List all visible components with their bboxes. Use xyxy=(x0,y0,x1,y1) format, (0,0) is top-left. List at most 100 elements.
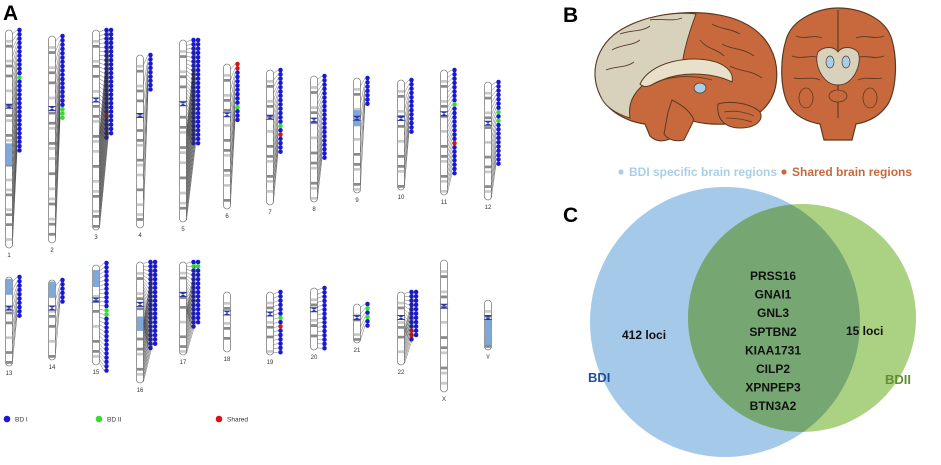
locus-dot xyxy=(413,302,419,308)
locus-dot xyxy=(17,304,22,310)
chromosome-label: 4 xyxy=(138,233,142,239)
chromosome-label: 16 xyxy=(137,388,144,394)
locus-dot xyxy=(104,338,109,343)
locus-dot xyxy=(104,290,109,296)
coronal-bdi-right xyxy=(841,55,851,69)
locus-dot xyxy=(17,100,22,106)
karyogram-legend: BD I BD II Shared xyxy=(3,415,248,424)
locus-dot xyxy=(195,281,201,286)
locus-dot xyxy=(409,103,414,109)
locus-dot xyxy=(365,75,370,81)
locus-dot xyxy=(17,291,22,297)
locus-dot xyxy=(235,83,240,88)
locus-dot xyxy=(452,106,457,111)
chromosome-label: 22 xyxy=(398,370,405,376)
locus-dot xyxy=(322,290,327,295)
locus-dot xyxy=(104,312,109,317)
locus-dot xyxy=(452,162,457,167)
locus-dot xyxy=(104,282,109,287)
locus-dot xyxy=(104,295,109,300)
locus-dot xyxy=(17,62,22,67)
locus-dot xyxy=(496,114,501,119)
locus-dot xyxy=(17,143,22,149)
locus-dot xyxy=(322,121,327,126)
locus-dot xyxy=(195,311,201,316)
locus-dot xyxy=(152,272,158,278)
locus-dot xyxy=(496,144,501,149)
chromosome-11: 11 xyxy=(439,67,457,206)
chromosome-6: 6 xyxy=(222,61,240,220)
locus-dot xyxy=(104,329,109,335)
chromosome-17: 17 xyxy=(178,259,201,366)
venn-diagram: BDI BDII 412 loci 15 loci PRSS16GNAI1GNL… xyxy=(588,187,916,457)
locus-dot xyxy=(278,72,283,77)
locus-dot xyxy=(108,100,114,106)
locus-dot xyxy=(17,32,22,37)
locus-dot xyxy=(17,283,22,288)
venn-shared-gene: XPNPEP3 xyxy=(745,381,801,395)
locus-dot xyxy=(148,61,153,66)
locus-dot xyxy=(195,315,201,321)
locus-dot xyxy=(452,93,457,99)
locus-dot xyxy=(195,302,201,308)
locus-dot xyxy=(452,67,457,73)
locus-dot xyxy=(496,131,501,136)
locus-dot xyxy=(60,282,65,287)
chromosome-label: 11 xyxy=(441,200,448,206)
locus-dot xyxy=(17,79,22,84)
legend-shared-label: Shared xyxy=(227,417,248,424)
locus-dot xyxy=(17,75,22,80)
chromosome-1: 1 xyxy=(4,27,22,259)
locus-dot xyxy=(235,104,240,110)
locus-dot xyxy=(17,36,22,41)
legend-bd2-label: BD II xyxy=(107,417,122,424)
locus-dot xyxy=(60,98,65,103)
locus-dot xyxy=(496,139,501,145)
locus-dot xyxy=(108,87,114,93)
locus-dot xyxy=(17,57,22,63)
locus-dot xyxy=(195,110,201,116)
legend-bd2-dot xyxy=(95,415,103,423)
locus-dot xyxy=(148,65,153,71)
locus-dot xyxy=(60,59,65,65)
locus-dot xyxy=(195,67,201,73)
chromosome-label: 5 xyxy=(181,227,185,233)
locus-dot xyxy=(17,92,22,97)
locus-dot xyxy=(409,294,414,299)
locus-dot xyxy=(496,92,501,98)
locus-dot xyxy=(409,99,414,104)
locus-dot xyxy=(108,44,114,50)
brain-bdi-region xyxy=(693,82,707,94)
locus-dot xyxy=(322,302,327,308)
panel-label-c: C xyxy=(563,204,578,227)
locus-dot xyxy=(17,279,22,284)
locus-dot xyxy=(17,313,22,318)
chromosome-7: 7 xyxy=(265,67,283,216)
chromosome-label: 18 xyxy=(224,357,231,363)
locus-dot xyxy=(104,260,109,266)
chromosome-2: 2 xyxy=(47,33,65,254)
chromosome-5: 5 xyxy=(178,37,201,233)
locus-dot xyxy=(17,139,22,145)
locus-dot xyxy=(452,153,457,159)
locus-dot xyxy=(195,319,201,325)
locus-dot xyxy=(152,332,158,338)
locus-dot xyxy=(322,108,327,113)
locus-dot xyxy=(413,315,419,321)
locus-dot xyxy=(278,294,283,299)
locus-dot xyxy=(108,75,114,80)
locus-dot xyxy=(191,37,196,43)
locus-dot xyxy=(104,27,109,33)
locus-dot xyxy=(496,118,501,123)
locus-dot xyxy=(278,84,283,90)
locus-dot xyxy=(60,102,65,108)
locus-dot xyxy=(148,259,153,265)
locus-dot xyxy=(278,119,283,124)
locus-dot xyxy=(322,125,327,130)
chromosome-label: 6 xyxy=(225,214,229,220)
locus-dot xyxy=(195,264,201,269)
chromosome-label: 20 xyxy=(311,355,318,361)
locus-dot xyxy=(152,298,158,303)
locus-dot xyxy=(365,310,370,315)
